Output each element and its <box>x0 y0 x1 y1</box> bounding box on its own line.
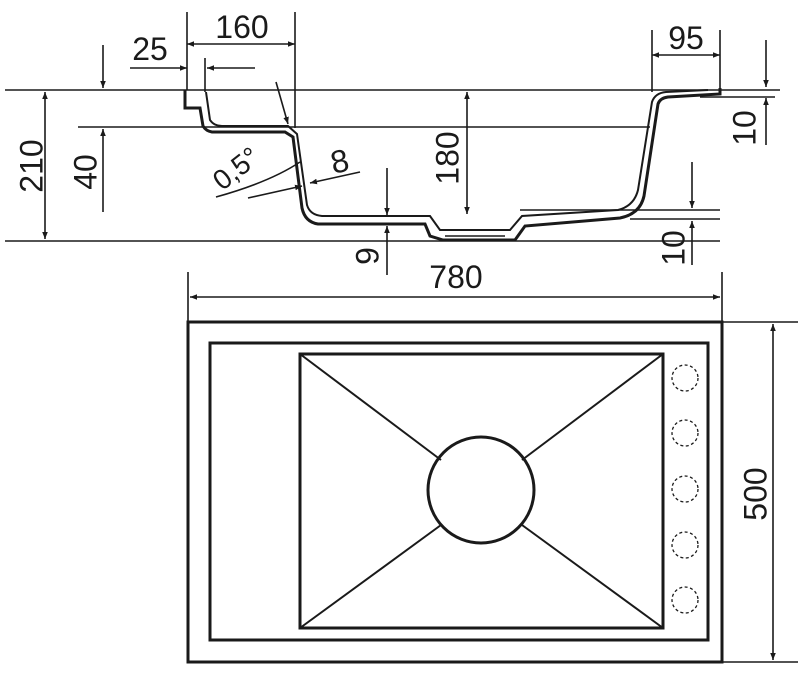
sink-profile-outer <box>183 88 722 242</box>
dim-line-8-right <box>309 171 361 185</box>
bowl-slope-bottom-right <box>521 524 664 629</box>
tap-holes <box>671 364 699 614</box>
dim-line-8 <box>247 184 303 199</box>
dim-9-label: 9 <box>349 247 385 265</box>
angle-arc <box>215 161 301 198</box>
tap-hole <box>671 475 699 503</box>
angle-pointer <box>275 81 289 125</box>
top-view: 780 500 <box>186 259 798 664</box>
tap-hole <box>671 586 699 614</box>
bowl-outline <box>298 352 665 630</box>
sink-inner-frame <box>208 341 710 642</box>
dim-40-label: 40 <box>67 154 103 190</box>
dim-780-label: 780 <box>429 259 482 295</box>
dim-95-label: 95 <box>668 20 704 56</box>
dim-160-label: 160 <box>215 9 268 45</box>
dim-500-label: 500 <box>737 467 773 520</box>
section-view: 160 25 95 210 40 180 0,5° 8 10 <box>5 9 780 275</box>
dim-10-top-label: 10 <box>726 110 762 146</box>
sink-profile-inner <box>205 89 709 231</box>
dim-8-label: 8 <box>327 142 352 181</box>
dim-210-label: 210 <box>13 139 49 192</box>
tap-hole <box>671 531 699 559</box>
tap-hole <box>671 419 699 447</box>
dim-10-bottom-label: 10 <box>655 230 691 266</box>
tap-hole <box>671 364 699 392</box>
angle-label: 0,5° <box>207 141 266 196</box>
bowl-slope-bottom-left <box>299 524 442 629</box>
dim-180-label: 180 <box>429 131 465 184</box>
dim-25-label: 25 <box>132 31 168 67</box>
drain-circle <box>426 435 536 545</box>
bowl-slope-top-right <box>521 353 664 461</box>
sink-outer-frame <box>186 320 724 664</box>
bowl-slope-top-left <box>299 353 442 461</box>
